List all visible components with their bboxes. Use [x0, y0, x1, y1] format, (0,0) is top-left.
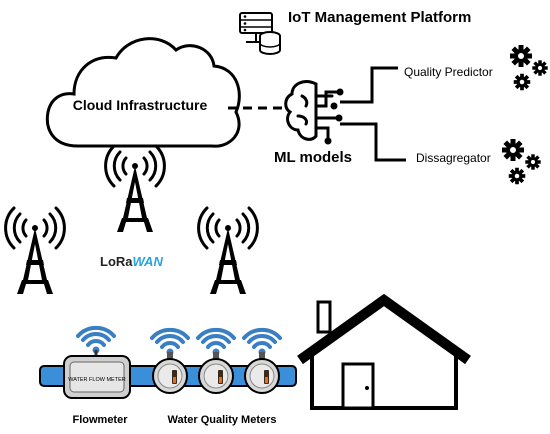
gears-icon [502, 139, 541, 185]
lorawan-prefix: LoRa [100, 254, 133, 269]
lorawan-logo: LoRaWAN [100, 254, 163, 269]
quality-meters-label: Water Quality Meters [167, 414, 276, 426]
lorawan-suffix: WAN [133, 254, 164, 269]
signal-icon [76, 325, 116, 356]
flowmeter-label: Flowmeter [72, 414, 128, 426]
ml-to-quality-connector [340, 66, 398, 104]
radio-tower-icon [197, 206, 259, 296]
ml-to-disagg-connector [340, 122, 406, 162]
house-icon [297, 293, 471, 410]
cloud-icon [45, 37, 241, 148]
flowmeter-face-text: WATER FLOW METER [68, 377, 125, 383]
disaggregator-label: Dissagregator [416, 151, 491, 165]
quality-meter [150, 327, 190, 394]
gears-icon [510, 45, 548, 91]
platform-title: IoT Management Platform [288, 9, 471, 26]
cloud-label: Cloud Infrastructure [73, 97, 208, 113]
radio-tower-icon [4, 206, 66, 296]
signal-icon [150, 327, 190, 358]
brain-circuit-icon [284, 80, 340, 141]
circuit-nodes [324, 88, 344, 145]
signal-icon [242, 327, 282, 358]
signal-icon [196, 327, 236, 358]
quality-meter [242, 327, 282, 394]
quality-predictor-label: Quality Predictor [404, 65, 493, 79]
flowmeter-device: WATER FLOW METER [63, 325, 131, 399]
quality-meter [196, 327, 236, 394]
server-database-icon [239, 12, 281, 55]
radio-tower-icon [104, 144, 166, 234]
ml-label: ML models [274, 149, 352, 166]
